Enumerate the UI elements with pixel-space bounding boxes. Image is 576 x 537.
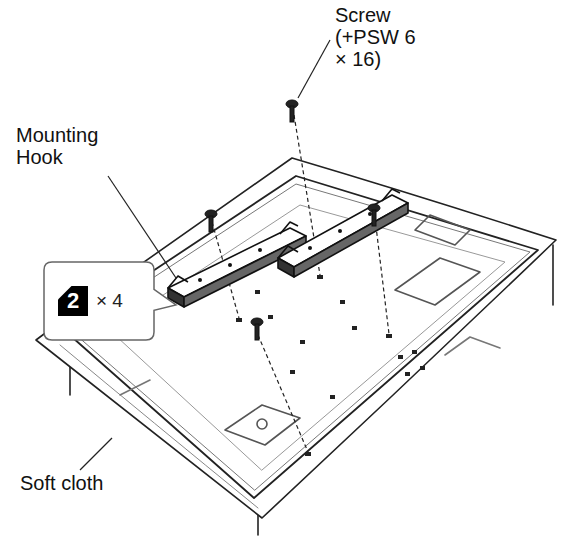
part-label: Mounting Hook	[16, 124, 126, 168]
callout-outline	[44, 262, 176, 340]
callout-box: 2 × 4	[44, 262, 154, 340]
screw-label: Screw (+PSW 6 × 16)	[335, 4, 425, 70]
part-label: Soft cloth	[20, 472, 170, 494]
quantity-text: × 4	[96, 290, 123, 312]
callout-number: 2	[58, 286, 88, 316]
